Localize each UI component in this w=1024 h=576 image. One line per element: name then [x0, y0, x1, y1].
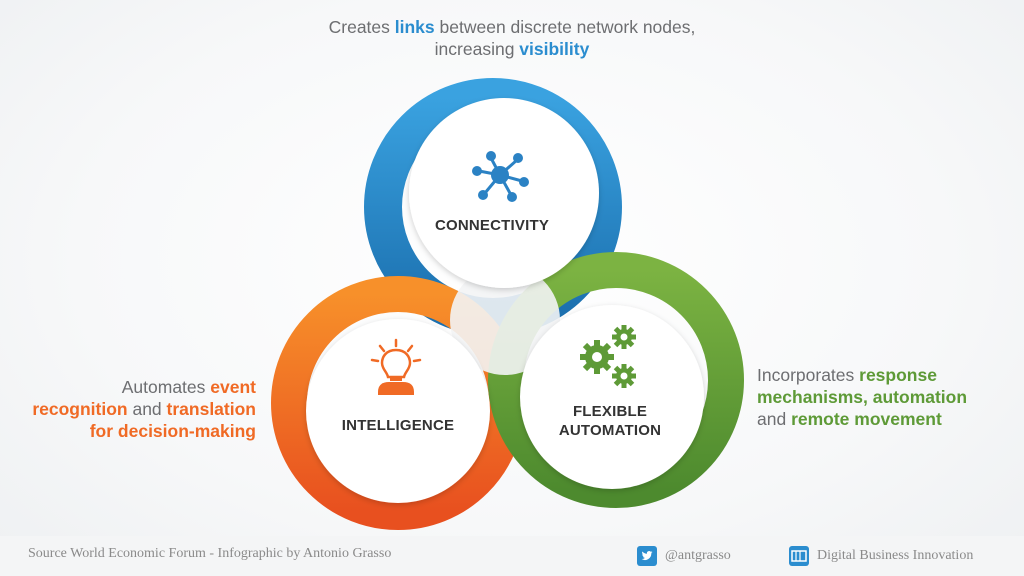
dbi-logo-icon: [789, 546, 809, 566]
twitter-icon: [637, 546, 657, 566]
connectivity-inner-circle: [409, 98, 599, 288]
flexible-automation-inner-circle: [520, 305, 704, 489]
flexible-automation-label-line1: FLEXIBLE: [572, 403, 648, 420]
flexible-automation-label-line2: AUTOMATION: [558, 422, 662, 439]
desc-highlight: event: [210, 377, 256, 397]
network-nodes-icon: [472, 151, 529, 202]
desc-text: Creates: [328, 17, 395, 37]
twitter-handle: @antgrasso: [665, 548, 731, 563]
twitter-credit[interactable]: @antgrasso: [637, 546, 731, 566]
lightbulb-person-icon: [370, 338, 422, 395]
desc-highlight: recognition: [32, 399, 128, 419]
desc-highlight: for decision-making: [89, 421, 256, 441]
connectivity-description: Creates links between discrete network n…: [262, 16, 762, 60]
brand-credit[interactable]: Digital Business Innovation: [789, 546, 973, 566]
desc-highlight: remote movement: [791, 409, 942, 429]
desc-highlight: mechanisms, automation: [757, 387, 968, 407]
flexible-automation-description: Incorporates response mechanisms, automa…: [757, 364, 1017, 430]
desc-text: Automates: [121, 377, 211, 397]
intelligence-label: INTELLIGENCE: [341, 417, 455, 434]
flexible-automation-ring: [488, 252, 744, 508]
desc-highlight: translation: [166, 399, 256, 419]
connectivity-label: CONNECTIVITY: [434, 217, 550, 234]
footer-bar: [0, 536, 1024, 576]
desc-highlight: response: [859, 365, 937, 385]
desc-highlight: links: [394, 17, 435, 37]
source-credit: Source World Economic Forum - Infographi…: [28, 546, 392, 561]
flexible-automation-label: FLEXIBLE AUTOMATION: [520, 402, 700, 440]
brand-name: Digital Business Innovation: [817, 548, 974, 563]
gears-icon: [580, 325, 636, 388]
desc-highlight: visibility: [519, 39, 590, 59]
intelligence-description: Automates event recognition and translat…: [20, 376, 256, 442]
desc-text: and: [127, 399, 167, 419]
desc-text: increasing: [434, 39, 520, 59]
desc-text: and: [757, 409, 792, 429]
desc-text: Incorporates: [757, 365, 860, 385]
intelligence-inner-circle: [306, 319, 490, 503]
desc-text: between discrete network nodes,: [434, 17, 696, 37]
